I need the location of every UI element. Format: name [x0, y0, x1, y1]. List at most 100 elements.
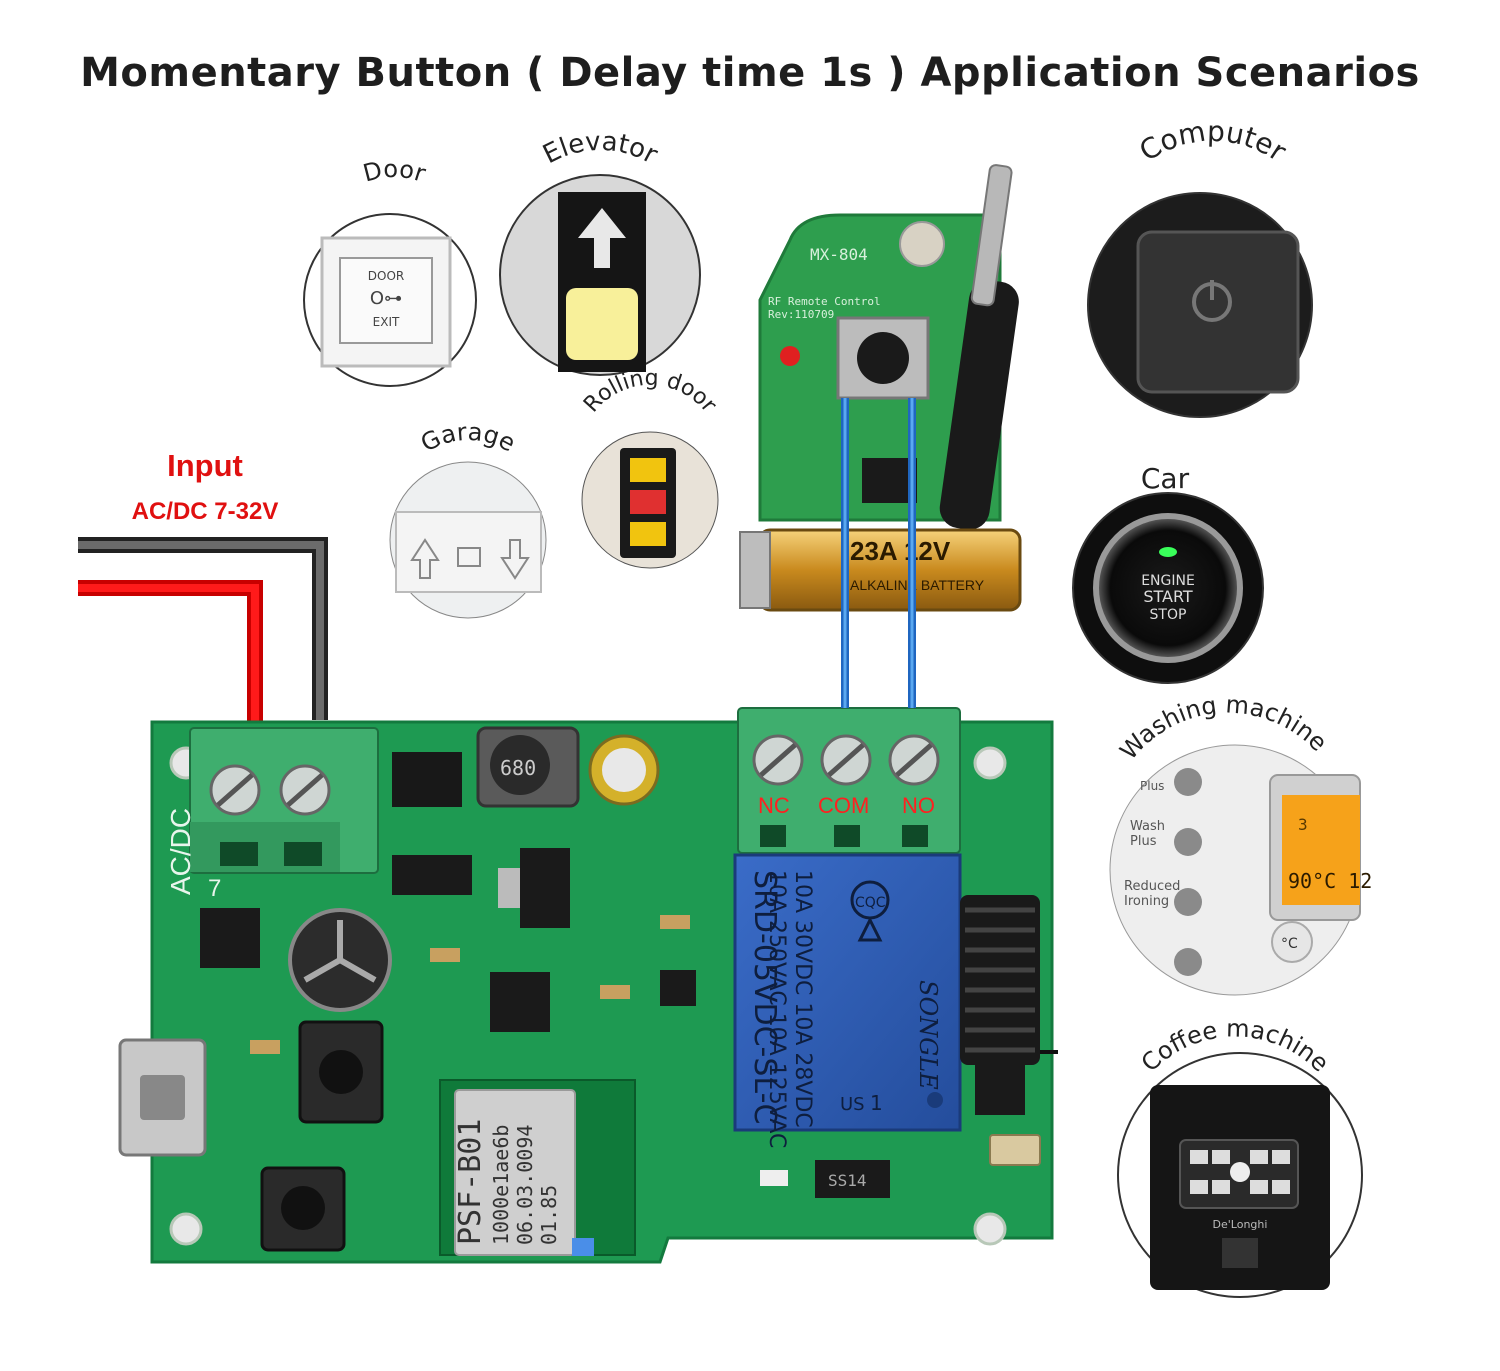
car-start-button — [1093, 513, 1243, 663]
scenario-garage: Garage — [389, 418, 547, 619]
acdc-silkscreen: AC/DC — [165, 808, 196, 895]
car-label: Car — [1141, 462, 1190, 495]
spring-antenna — [960, 895, 1040, 1065]
resistor — [430, 948, 460, 962]
washer-opt1a: Plus — [1140, 779, 1164, 793]
usb-opening — [140, 1075, 185, 1120]
washer-opt2b: Plus — [1130, 834, 1157, 849]
warning-mark — [857, 916, 883, 942]
remote-led — [780, 346, 800, 366]
remote-button-cap — [857, 332, 909, 384]
input-wires — [78, 537, 328, 722]
diode — [815, 1160, 890, 1198]
garage-up-icon — [410, 538, 440, 579]
coffee-brand: De'Longhi — [1213, 1218, 1268, 1231]
relay-us: US — [840, 1094, 865, 1115]
diode-label: SS14 — [828, 1171, 867, 1190]
regulator — [520, 848, 570, 928]
door-panel-line2: EXIT — [373, 315, 400, 329]
elevator-label: Elevator — [538, 127, 662, 171]
car-button-line3: STOP — [1150, 607, 1187, 623]
rolling-down-button — [630, 522, 666, 546]
rf-remote: MX-804 RF Remote Control Rev:110709 23A … — [739, 164, 1022, 612]
terminal-label-no: NO — [902, 793, 935, 818]
wire-black-inner — [78, 541, 324, 720]
smd-component — [392, 855, 472, 895]
svg-text:Garage: Garage — [416, 418, 520, 458]
relay-board: AC/DC 7 680 — [118, 707, 1058, 1264]
scenario-computer: Computer — [1087, 115, 1313, 418]
regulator-tab — [498, 868, 520, 908]
resistor — [600, 985, 630, 999]
mount-hole — [973, 1212, 1007, 1246]
battery-clip — [739, 531, 771, 609]
module-name: PSF-B01 — [453, 1119, 488, 1245]
relay-brand: SONGLE — [914, 980, 942, 1090]
washer-opt3a: Reduced — [1124, 879, 1180, 894]
terminal-label-com: COM — [818, 793, 870, 818]
capacitor-top — [602, 748, 646, 792]
rf-chip — [975, 1065, 1025, 1115]
module-date: 06.03.0094 — [513, 1125, 537, 1245]
module-led — [572, 1238, 594, 1256]
computer-label: Computer — [1134, 115, 1293, 169]
terminal-label-nc: NC — [758, 793, 790, 818]
inductor-core — [490, 735, 550, 795]
scenario-car: Car ENGINE START STOP — [1072, 462, 1264, 684]
input-label: Input — [167, 448, 243, 483]
car-button-line2: START — [1143, 587, 1193, 606]
rolling-up-button — [630, 458, 666, 482]
resistor — [660, 915, 690, 929]
remote-model: MX-804 — [810, 245, 868, 264]
car-button-line1: ENGINE — [1141, 573, 1195, 589]
terminal-slot — [284, 842, 322, 866]
washer-opt3b: Ironing — [1124, 894, 1169, 909]
door-panel-line1: DOOR — [368, 269, 404, 283]
inductor-label: 680 — [500, 756, 536, 780]
relay-dot — [927, 1092, 943, 1108]
push-button-cap — [281, 1186, 325, 1230]
relay — [733, 853, 962, 1132]
remote-desc: RF Remote Control — [768, 295, 881, 308]
svg-text:Door: Door — [360, 155, 429, 188]
garage-stop-icon — [457, 547, 481, 567]
remote-antenna-tip — [970, 164, 1013, 307]
relay-rating-1: 10A 250VAC 10A 125VAC — [764, 870, 789, 1148]
scenario-elevator: Elevator — [499, 127, 701, 376]
washer-display — [1282, 795, 1360, 905]
door-label: Door — [360, 155, 429, 188]
garage-down-icon — [500, 539, 530, 580]
washer-button — [1174, 888, 1202, 916]
washer-button — [1174, 948, 1202, 976]
terminal-slot — [220, 842, 258, 866]
washer-display-temp: 90°C 12 — [1288, 869, 1372, 893]
washer-temp-button — [1271, 921, 1313, 963]
rolling-stop-button — [630, 490, 666, 514]
ic-chip — [392, 752, 462, 807]
scenario-door: Door DOOR O⊶ EXIT — [303, 155, 477, 387]
mount-hole — [169, 1212, 203, 1246]
button-wires — [841, 398, 916, 708]
seven-silkscreen: 7 — [208, 875, 221, 902]
door-switch-button — [339, 257, 433, 344]
scenario-rolling-door: Rolling door — [579, 366, 722, 569]
wire-black-outer — [78, 537, 328, 720]
remote-buzzer — [899, 221, 945, 267]
battery-sub: ALKALINE BATTERY — [850, 577, 985, 593]
capacitor-vent — [303, 920, 377, 983]
mount-hole — [973, 746, 1007, 780]
svg-text:Computer: Computer — [1134, 115, 1293, 169]
relay-rating-2: 10A 30VDC 10A 28VDC — [790, 870, 815, 1128]
wifi-module-shield — [454, 1089, 576, 1256]
washer-opt2a: Wash — [1130, 819, 1165, 834]
coffee-selector-knob — [1230, 1162, 1250, 1182]
push-button-cap — [319, 1050, 363, 1094]
battery-label: 23A 12V — [850, 536, 951, 566]
page-title: Momentary Button ( Delay time 1s ) Appli… — [80, 50, 1420, 96]
led — [760, 1170, 788, 1186]
mcu-chip — [490, 972, 550, 1032]
bridge-rectifier — [200, 908, 260, 968]
coffee-spout — [1222, 1238, 1258, 1268]
